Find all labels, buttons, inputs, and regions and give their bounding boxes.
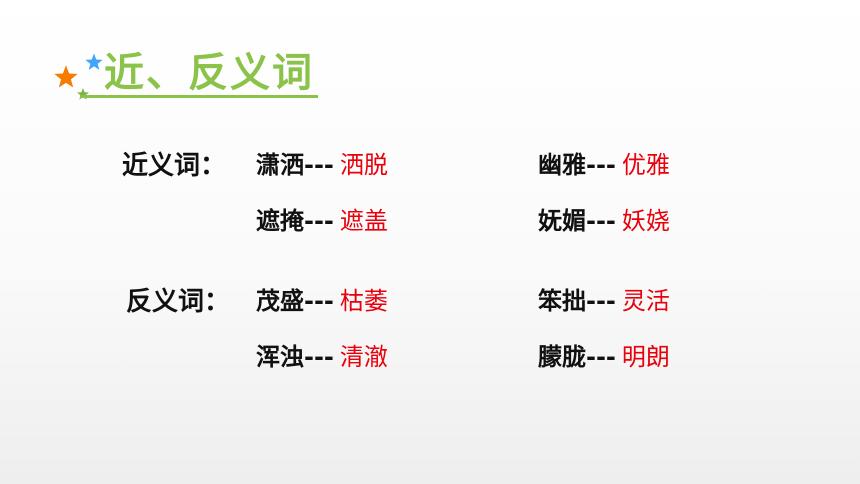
pair-dash: --- (586, 287, 616, 315)
synonym-word: 妩媚 (538, 207, 586, 235)
synonym-answer: 洒脱 (339, 151, 388, 179)
antonym-pair: 茂盛---枯萎 (256, 285, 388, 317)
antonym-answer: 明朗 (621, 343, 670, 371)
pair-dash: --- (304, 287, 334, 315)
synonym-pair: 妩媚---妖娆 (538, 205, 670, 237)
pair-dash: --- (304, 343, 334, 371)
antonym-answer: 枯萎 (339, 287, 388, 315)
synonym-word: 幽雅 (538, 151, 586, 179)
synonym-word: 潇洒 (256, 151, 304, 179)
synonym-answer: 优雅 (621, 151, 670, 179)
synonym-word: 遮掩 (256, 207, 304, 235)
antonyms-label: 反义词： (126, 287, 231, 317)
antonym-pair: 朦胧---明朗 (538, 341, 670, 373)
antonym-answer: 灵活 (621, 287, 670, 315)
synonyms-label: 近义词： (122, 151, 227, 181)
star-green-icon (77, 88, 89, 100)
synonym-pair: 潇洒---洒脱 (256, 149, 388, 181)
synonym-pair: 幽雅---优雅 (538, 149, 670, 181)
antonym-word: 茂盛 (256, 287, 304, 315)
synonym-pair: 遮掩---遮盖 (256, 205, 388, 237)
title-underline (80, 95, 318, 98)
antonym-word: 笨拙 (538, 287, 586, 315)
pair-dash: --- (586, 207, 616, 235)
antonym-word: 朦胧 (538, 343, 586, 371)
antonym-pair: 浑浊---清澈 (256, 341, 388, 373)
star-blue-icon (82, 50, 106, 73)
pair-dash: --- (304, 207, 334, 235)
synonym-answer: 妖娆 (621, 207, 670, 235)
pair-dash: --- (304, 151, 334, 179)
pair-dash: --- (586, 151, 616, 179)
star-orange-icon (51, 62, 81, 90)
synonym-answer: 遮盖 (339, 207, 388, 235)
antonym-word: 浑浊 (256, 343, 304, 371)
stars-decoration (51, 50, 106, 100)
pair-dash: --- (586, 343, 616, 371)
antonym-pair: 笨拙---灵活 (538, 285, 670, 317)
page-title: 近、反义词 (104, 50, 314, 96)
antonym-answer: 清澈 (339, 343, 388, 371)
